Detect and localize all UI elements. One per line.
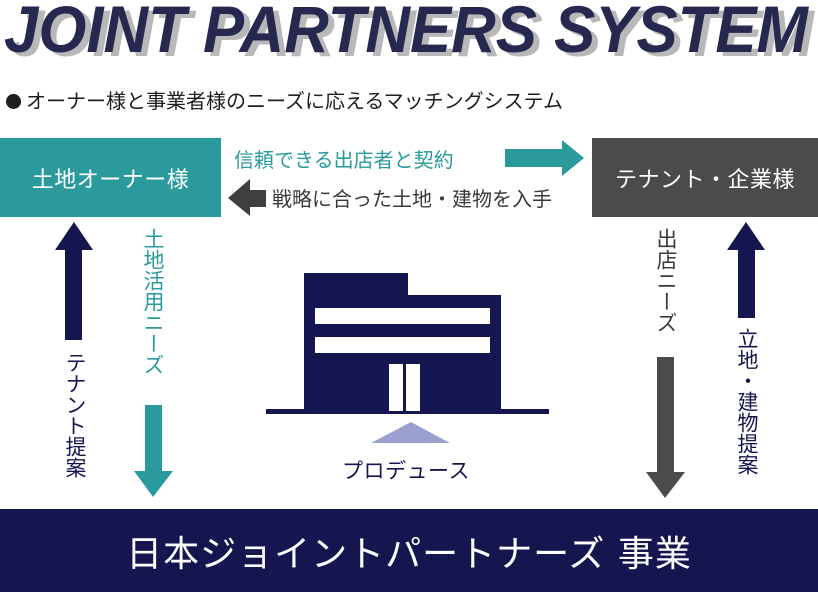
subtitle-text: オーナー様と事業者様のニーズに応えるマッチングシステム [26,89,563,113]
building-icon [266,273,549,414]
flow-label-owner-to-tenant: 信頼できる出店者と契約 [234,148,454,172]
arrow-right-icon [505,140,584,176]
title-text: JOINT PARTNERS SYSTEM [4,0,810,66]
land-owner-label: 土地オーナー様 [31,167,190,193]
arrow-left-icon [228,179,266,216]
bullet-icon [6,94,21,109]
produce-triangle-icon [371,422,450,443]
subtitle: オーナー様と事業者様のニーズに応えるマッチングシステム [6,88,563,114]
produce-label: プロデュース [342,459,470,483]
bottom-bar-label: 日本ジョイントパートナーズ 事業 [126,533,692,575]
arrow-down-left-icon [134,405,173,497]
bottom-bar: 日本ジョイントパートナーズ 事業 [0,509,818,592]
title-logo: JOINT PARTNERS SYSTEM JOINT PARTNERS SYS… [4,0,816,66]
tenant-label: テナント・企業様 [614,167,795,193]
vertical-label-tenant-proposal: テナント提案 [63,352,87,478]
arrow-down-right-icon [646,357,685,498]
title-shadow: JOINT PARTNERS SYSTEM [10,0,816,66]
land-owner-box: 土地オーナー様 [0,138,221,217]
arrow-up-left-icon [55,222,93,340]
arrow-up-right-icon [727,222,765,318]
flow-label-tenant-to-owner: 戦略に合った土地・建物を入手 [272,187,552,211]
vertical-label-store-needs: 出店ニーズ [654,228,678,333]
tenant-box: テナント・企業様 [592,138,818,217]
vertical-label-land-use-needs: 土地活用ニーズ [141,228,165,375]
vertical-label-location-proposal: 立地・建物提案 [735,328,759,475]
